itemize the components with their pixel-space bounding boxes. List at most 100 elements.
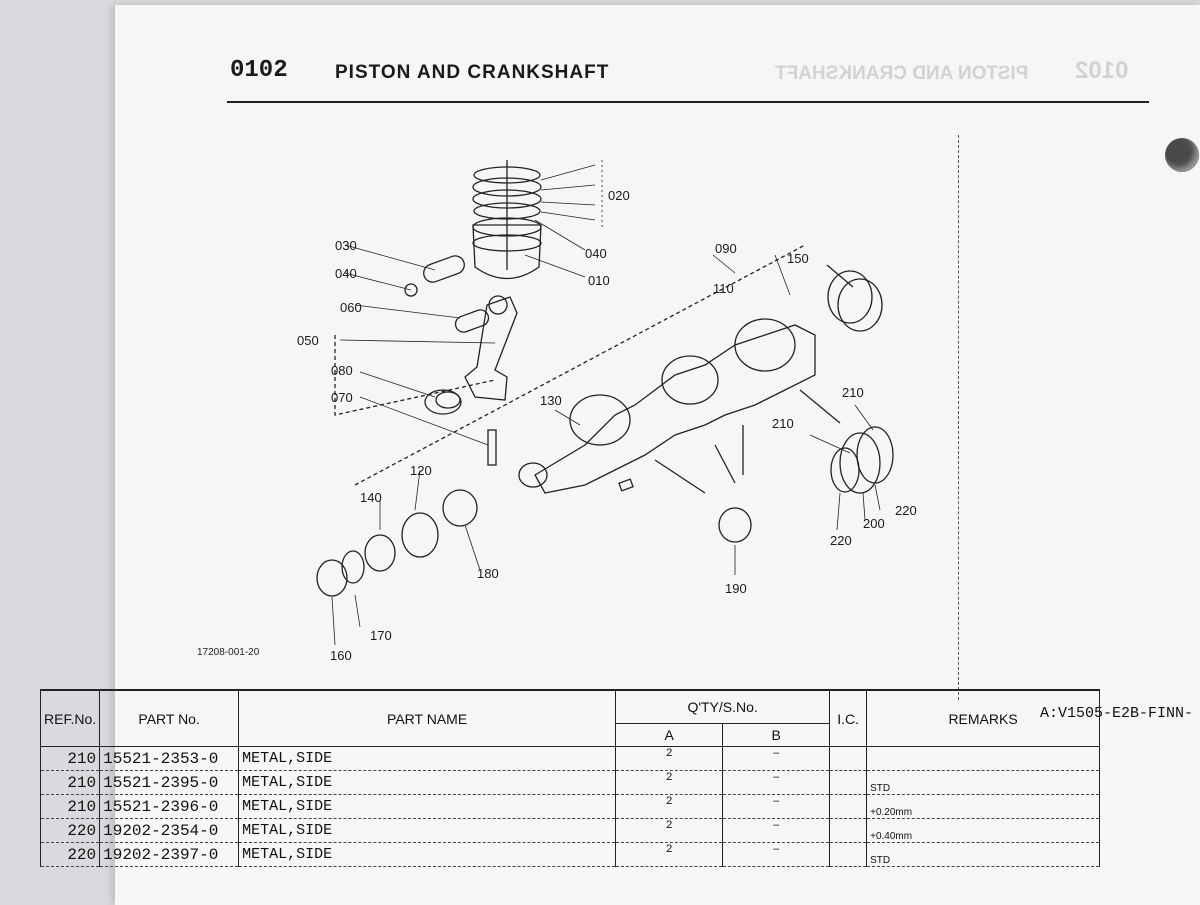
cell-part-no: 19202-2397-0 [99, 842, 240, 867]
callout-130: 130 [540, 393, 562, 408]
collar-160 [316, 559, 348, 597]
col-remarks: REMARKS [866, 689, 1100, 747]
figure-code: 17208-001-20 [197, 647, 260, 658]
cell-ref: 220 [39, 842, 101, 867]
cell-remarks [866, 746, 1100, 771]
table-row: 220 19202-2354-0 METAL,SIDE 2 – +0.40mm [39, 818, 1100, 843]
arrow-1 [654, 459, 706, 494]
callout-110: 110 [713, 281, 734, 296]
callout-040-b: 040 [585, 246, 607, 261]
callout-050: 050 [297, 333, 319, 348]
cell-qty-a: 2 [615, 770, 724, 795]
col-part-no: PART No. [99, 689, 240, 747]
cell-qty-a: 2 [615, 818, 724, 843]
callout-150: 150 [787, 251, 809, 266]
cell-part-name: METAL,SIDE [238, 794, 617, 819]
cell-part-name: METAL,SIDE [238, 770, 617, 795]
cell-qty-b: – [722, 746, 831, 771]
table-row: 210 15521-2396-0 METAL,SIDE 2 – +0.20mm [39, 794, 1100, 819]
callout-090: 090 [715, 241, 737, 256]
callout-140: 140 [360, 490, 382, 505]
binder-hole [1165, 138, 1199, 172]
arrow-4 [799, 389, 841, 424]
cell-ic [829, 842, 868, 867]
crank-group-outline [354, 244, 806, 486]
cell-part-no: 19202-2354-0 [99, 818, 240, 843]
callout-210-a: 210 [842, 385, 864, 400]
callout-080: 080 [331, 363, 353, 378]
callout-170: 170 [370, 628, 392, 643]
bearing-case-200 [839, 432, 881, 494]
cell-qty-a: 2 [615, 794, 724, 819]
divider-line [958, 135, 959, 700]
callout-210-b: 210 [772, 416, 794, 431]
cell-ref: 210 [39, 770, 101, 795]
rod-group-outline [334, 335, 496, 416]
callout-010: 010 [588, 273, 610, 288]
callout-020: 020 [608, 188, 630, 203]
cell-remarks: +0.20mm [866, 794, 1100, 819]
cell-qty-a: 2 [615, 842, 724, 867]
cell-ic [829, 794, 868, 819]
callout-200: 200 [863, 516, 885, 531]
gear-140 [364, 534, 396, 572]
callout-180: 180 [477, 566, 499, 581]
table-row: 210 15521-2395-0 METAL,SIDE 2 – STD [39, 770, 1100, 795]
cell-qty-b: – [722, 794, 831, 819]
callout-220-b: 220 [830, 533, 852, 548]
exploded-diagram: 020 030 040 040 010 050 060 080 070 090 … [297, 160, 917, 663]
cell-part-name: METAL,SIDE [238, 818, 617, 843]
col-part-name: PART NAME [238, 689, 617, 747]
piston-pin [423, 255, 465, 283]
cell-remarks: STD [866, 842, 1100, 867]
rod-bolt [487, 429, 497, 466]
cell-part-name: METAL,SIDE [238, 842, 617, 867]
cell-remarks: +0.40mm [866, 818, 1100, 843]
cell-part-name: METAL,SIDE [238, 746, 617, 771]
cell-ref: 220 [39, 818, 101, 843]
small-end-bushing [454, 309, 490, 333]
table-row: 210 15521-2353-0 METAL,SIDE 2 – [39, 746, 1100, 771]
parts-table: REF.No. PART No. PART NAME Q'TY/S.No. I.… [39, 689, 1100, 867]
side-metal-220 [830, 447, 860, 493]
table-row: 220 19202-2397-0 METAL,SIDE 2 – STD [39, 842, 1100, 867]
cell-part-no: 15521-2395-0 [99, 770, 240, 795]
arrow-2 [714, 444, 736, 484]
snap-ring [404, 283, 418, 297]
connecting-rod [464, 296, 518, 401]
col-ic: I.C. [829, 689, 868, 747]
callout-070: 070 [331, 390, 353, 405]
callout-190: 190 [725, 581, 747, 596]
cell-part-no: 15521-2396-0 [99, 794, 240, 819]
cell-ic [829, 746, 868, 771]
cell-qty-b: – [722, 770, 831, 795]
col-qty: Q'TY/S.No. [615, 689, 831, 724]
cell-ref: 210 [39, 794, 101, 819]
page-title: PISTON AND CRANKSHAFT [335, 62, 610, 83]
header-rule [227, 101, 1149, 103]
arrow-5 [826, 264, 854, 288]
crankpin-bearing [424, 389, 462, 415]
main-bearing-190 [718, 507, 752, 543]
callout-160: 160 [330, 648, 352, 663]
callout-220-a: 220 [895, 503, 917, 518]
cell-qty-b: – [722, 842, 831, 867]
cell-ref: 210 [39, 746, 101, 771]
crankshaft [534, 324, 816, 494]
col-ref: REF.No. [39, 689, 101, 747]
col-qty-b: B [722, 723, 831, 747]
callout-060: 060 [340, 300, 362, 315]
main-bearing-150 [827, 270, 873, 324]
cell-part-no: 15521-2353-0 [99, 746, 240, 771]
key [618, 478, 634, 492]
callout-040-a: 040 [335, 266, 357, 281]
section-code: 0102 [230, 57, 288, 84]
cell-qty-b: – [722, 818, 831, 843]
cell-ic [829, 818, 868, 843]
bearing-180 [442, 489, 478, 527]
callout-030: 030 [335, 238, 357, 253]
cell-remarks: STD [866, 770, 1100, 795]
cell-qty-a: 2 [615, 746, 724, 771]
piston [472, 224, 542, 280]
crank-gear [401, 512, 439, 558]
